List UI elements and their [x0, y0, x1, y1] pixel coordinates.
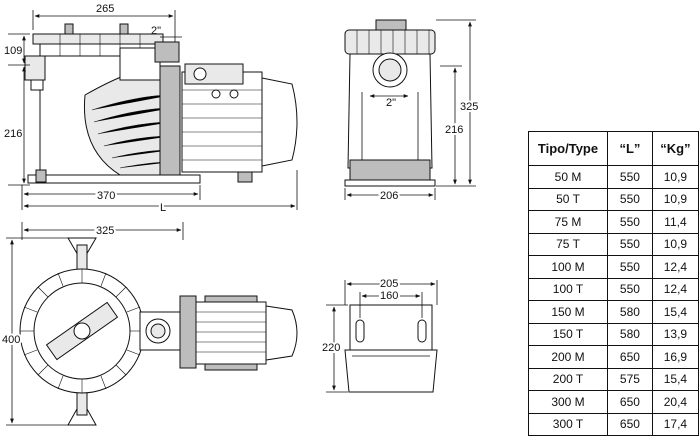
dim-side-length-base: 370 — [97, 190, 115, 202]
cell-length: 650 — [607, 412, 653, 436]
feet-dimension-lines — [326, 280, 438, 393]
cell-type: 100 T — [527, 277, 609, 301]
cell-weight: 15,4 — [651, 300, 699, 324]
cell-length: 650 — [607, 345, 653, 369]
cell-type: 200 M — [527, 345, 609, 369]
cell-weight: 12,4 — [651, 255, 699, 279]
side-view — [24, 23, 298, 184]
cell-weight: 16,9 — [651, 345, 699, 369]
cell-weight: 15,4 — [651, 367, 699, 391]
header-length: “L” — [607, 131, 653, 166]
dim-front-height-body: 216 — [445, 124, 463, 136]
front-view — [344, 19, 436, 187]
header-type: Tipo/Type — [527, 131, 609, 166]
feet-view — [344, 304, 438, 393]
table-header-row: Tipo/Type “L” “Kg” — [527, 131, 699, 166]
cell-type: 100 M — [527, 255, 609, 279]
cell-type: 300 T — [527, 412, 609, 436]
cell-length: 550 — [607, 210, 653, 234]
header-weight: “Kg” — [651, 131, 699, 166]
dim-feet-height: 220 — [322, 342, 340, 354]
dim-top-width: 325 — [96, 225, 114, 237]
cell-weight: 20,4 — [651, 390, 699, 414]
dim-side-height-body: 216 — [4, 128, 22, 140]
dim-feet-width: 205 — [380, 278, 398, 290]
front-dimension-lines — [344, 19, 476, 200]
top-view — [19, 237, 298, 426]
cell-weight: 17,4 — [651, 412, 699, 436]
side-dimension-lines — [8, 10, 298, 210]
cell-weight: 11,4 — [651, 210, 699, 234]
cell-weight: 10,9 — [651, 187, 699, 211]
dim-feet-inner: 160 — [380, 290, 398, 302]
cell-type: 150 M — [527, 300, 609, 324]
dim-front-height-total: 325 — [460, 101, 478, 113]
cell-type: 75 M — [527, 210, 609, 234]
dim-side-height-top: 109 — [4, 45, 22, 57]
cell-type: 50 M — [527, 165, 609, 189]
cell-weight: 12,4 — [651, 277, 699, 301]
dim-side-width: 265 — [96, 3, 114, 15]
cell-length: 575 — [607, 367, 653, 391]
cell-length: 550 — [607, 255, 653, 279]
cell-type: 150 T — [527, 322, 609, 346]
cell-length: 580 — [607, 322, 653, 346]
cell-weight: 10,9 — [651, 165, 699, 189]
dim-top-height: 400 — [2, 334, 20, 346]
cell-type: 300 M — [527, 390, 609, 414]
cell-length: 550 — [607, 277, 653, 301]
dim-front-base: 206 — [380, 190, 398, 202]
cell-type: 50 T — [527, 187, 609, 211]
top-dimension-lines — [6, 222, 184, 426]
cell-length: 550 — [607, 232, 653, 256]
cell-length: 550 — [607, 187, 653, 211]
cell-type: 200 T — [527, 367, 609, 391]
dim-inlet-size: 2" — [151, 25, 161, 37]
cell-weight: 13,9 — [651, 322, 699, 346]
cell-length: 550 — [607, 165, 653, 189]
dim-side-length-total: L — [160, 202, 166, 214]
dim-front-outlet: 2" — [386, 97, 396, 109]
cell-weight: 10,9 — [651, 232, 699, 256]
cell-length: 650 — [607, 390, 653, 414]
cell-type: 75 T — [527, 232, 609, 256]
cell-length: 580 — [607, 300, 653, 324]
